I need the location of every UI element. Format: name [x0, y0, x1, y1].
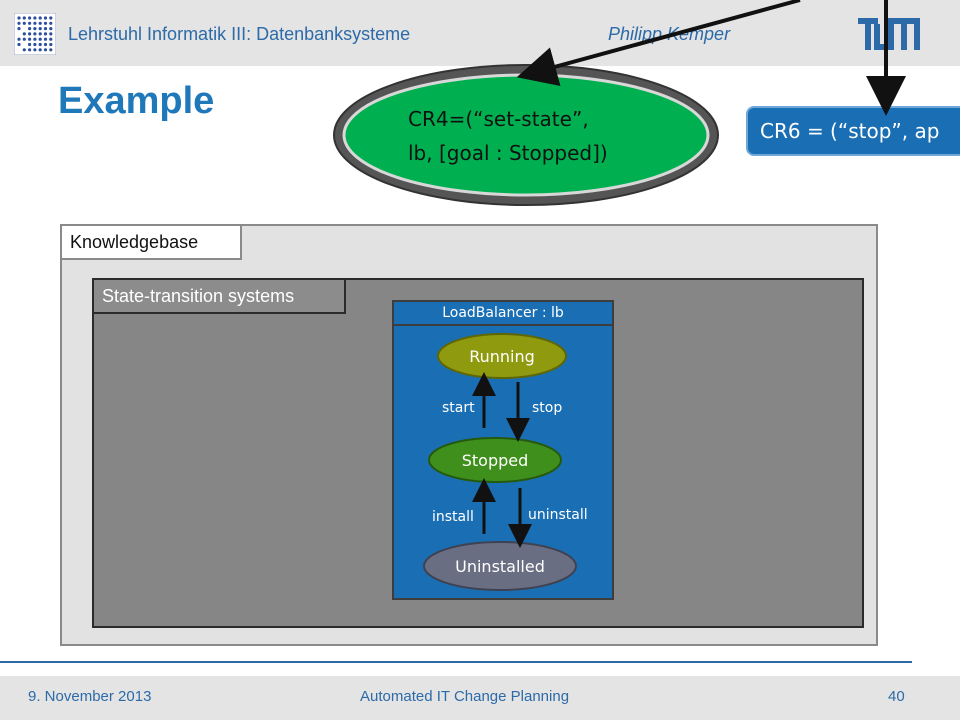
transition-install-label: install	[432, 509, 474, 525]
state-running-label: Running	[469, 347, 535, 366]
logo-dot	[38, 37, 42, 41]
logo-dot	[17, 21, 21, 25]
logo-dot	[49, 48, 53, 52]
logo-dot	[17, 37, 21, 41]
logo-dot	[43, 48, 48, 52]
logo-dot	[22, 32, 26, 36]
transition-start-label: start	[442, 400, 475, 416]
logo-dot	[33, 42, 37, 47]
chair-name: Lehrstuhl Informatik III: Datenbanksyste…	[68, 24, 411, 44]
state-stopped-label: Stopped	[462, 451, 529, 470]
logo-dot	[38, 27, 42, 31]
logo-dot	[33, 48, 37, 52]
logo-dot	[49, 42, 53, 47]
logo-dot	[22, 48, 26, 52]
logo-dot	[28, 21, 32, 25]
logo-dot	[17, 27, 21, 31]
cr4-bubble	[333, 64, 719, 206]
logo-dot	[43, 37, 48, 41]
cr4-text: CR4=(“set-state”, lb, [goal : Stopped])	[408, 102, 688, 170]
logo-dot	[38, 32, 42, 36]
logo-dot	[38, 42, 42, 47]
logo-dot	[43, 42, 48, 47]
slide-footer	[0, 676, 960, 720]
footer-divider	[0, 661, 912, 663]
footer-date: 9. November 2013	[28, 688, 152, 705]
state-transition-label: State-transition systems	[92, 278, 346, 314]
logo-dot	[33, 16, 37, 20]
logo-dot	[17, 42, 21, 47]
logo-dot	[49, 32, 53, 36]
transition-uninstall-label: uninstall	[528, 507, 588, 523]
transition-stop-label: stop	[532, 400, 562, 416]
state-diagram: Running Stopped Uninstalled start stop i…	[423, 333, 588, 591]
chair-logo-icon	[14, 13, 56, 55]
state-running	[437, 333, 567, 379]
state-uninstalled	[423, 541, 577, 591]
logo-dot	[43, 32, 48, 36]
logo-dot	[49, 37, 53, 41]
cr4-line2: lb, [goal : Stopped])	[408, 141, 608, 165]
logo-dot	[28, 32, 32, 36]
logo-dot	[49, 27, 53, 31]
author-name: Philipp Kemper	[608, 24, 731, 44]
logo-dot	[28, 37, 32, 41]
slide-title: Example	[58, 80, 215, 122]
logo-dot	[17, 16, 21, 20]
logo-dot	[43, 27, 48, 31]
logo-dot	[38, 21, 42, 25]
logo-dot	[22, 16, 26, 20]
cr4-line1: CR4=(“set-state”,	[408, 107, 589, 131]
logo-dot	[49, 21, 53, 25]
logo-dot	[49, 16, 53, 20]
logo-dot	[28, 42, 32, 47]
page-number: 40	[888, 688, 905, 705]
loadbalancer-header: LoadBalancer : lb	[392, 300, 614, 326]
footer-talk-title: Automated IT Change Planning	[360, 688, 570, 705]
state-uninstalled-label: Uninstalled	[455, 557, 545, 576]
logo-dot	[28, 27, 32, 31]
logo-dot	[33, 27, 37, 31]
logo-dot	[28, 16, 32, 20]
logo-dot	[43, 16, 48, 20]
knowledgebase-label: Knowledgebase	[60, 224, 242, 260]
logo-dot	[43, 21, 48, 25]
logo-dot	[38, 16, 42, 20]
cr6-box: CR6 = (“stop”, ap	[746, 106, 960, 156]
logo-dot	[22, 37, 26, 41]
logo-dot	[22, 21, 26, 25]
logo-dot	[28, 48, 32, 52]
logo-dot	[38, 48, 42, 52]
logo-dot	[33, 37, 37, 41]
logo-dot	[33, 32, 37, 36]
tum-logo-icon	[858, 18, 920, 50]
logo-dot	[33, 21, 37, 25]
